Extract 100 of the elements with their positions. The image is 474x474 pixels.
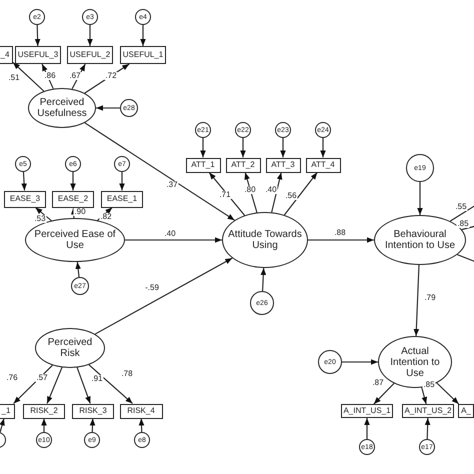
path-arrow [208, 172, 246, 216]
edge-label: .55 [454, 203, 468, 211]
latent-variable-ellipse [35, 328, 105, 368]
variable-name: USEFUL_2 [70, 51, 110, 59]
edge-label: .40 [264, 186, 278, 194]
variable-name: Perceived Risk [46, 337, 94, 359]
path-arrow [200, 138, 206, 158]
variable-name: A_INT_US_2 [404, 407, 452, 415]
path-arrow [417, 182, 423, 215]
observed-variable-box [402, 404, 454, 418]
observed-variable-box [458, 404, 474, 418]
variable-name: A_INT_US_1 [343, 407, 391, 415]
variable-name: EASE_3 [10, 195, 40, 203]
path-arrow [34, 24, 40, 46]
variable-name: EASE_1 [106, 195, 138, 203]
path-arrow [373, 383, 394, 404]
edge-label: .88 [333, 229, 347, 237]
edge-label: .87 [371, 379, 385, 387]
edge-label: .82 [99, 213, 113, 221]
observed-variable-box [52, 190, 94, 208]
observed-variable-box [226, 158, 260, 172]
observed-variable-box [15, 46, 61, 64]
observed-variable-box [101, 190, 143, 208]
path-arrow [140, 25, 146, 46]
variable-name: USEFUL_3 [18, 51, 58, 59]
path-arrow [244, 172, 258, 213]
path-arrow [94, 258, 233, 335]
variable-name: RISK_3 [79, 407, 107, 415]
path-arrow [88, 364, 133, 404]
path-arrow [125, 237, 222, 243]
observed-variable-box [120, 404, 162, 418]
edge-label: .53 [33, 215, 47, 223]
variable-name: ATT_2 [231, 161, 255, 169]
path-arrow [21, 172, 27, 191]
edge-label: .40 [163, 230, 177, 238]
path-arrow [271, 172, 282, 212]
observed-variable-box [67, 46, 113, 64]
path-arrow [13, 364, 53, 404]
edge-label: -.59 [144, 284, 160, 292]
path-arrow [421, 387, 428, 404]
observed-variable-box [186, 158, 220, 172]
variable-name: USEFUL_1 [122, 51, 164, 59]
path-arrow [280, 138, 286, 158]
variable-name: _1 [2, 407, 10, 415]
observed-variable-box [4, 190, 46, 208]
path-arrow [90, 418, 96, 432]
edge-label: .80 [243, 186, 257, 194]
observed-variable-box [72, 404, 114, 418]
variable-name: Perceived Ease of Use [33, 229, 117, 251]
path-arrow [414, 264, 420, 336]
path-arrow [364, 418, 370, 439]
path-arrow [308, 237, 374, 243]
variable-name: EASE_2 [58, 195, 88, 203]
observed-variable-box [266, 158, 300, 172]
variable-name: Attitude Towards Using [227, 229, 303, 251]
path-arrow [84, 122, 235, 221]
path-arrow [75, 262, 81, 278]
observed-variable-box [306, 158, 340, 172]
path-arrow [72, 64, 86, 90]
edge-label: .67 [68, 72, 82, 80]
edge-label: .57 [35, 374, 49, 382]
path-arrow [97, 207, 113, 221]
edge-label: .72 [104, 72, 118, 80]
path-arrow [12, 62, 44, 92]
edge-label: .71 [218, 191, 232, 199]
path-arrow [46, 367, 62, 404]
path-arrow [260, 268, 266, 292]
path-arrow [35, 207, 52, 222]
path-arrow [342, 359, 378, 365]
path-arrow [320, 138, 326, 158]
edge-label: .51 [7, 74, 21, 82]
variable-name: RISK_4 [127, 407, 155, 415]
path-arrow [0, 418, 5, 432]
variable-name: Actual Intention to Use [389, 346, 441, 378]
path-arrow [240, 138, 246, 158]
path-arrow [76, 367, 91, 404]
variable-name: ATT_4 [311, 161, 335, 169]
latent-variable-ellipse [28, 88, 96, 128]
variable-name: Perceived Usefulness [36, 97, 88, 119]
observed-variable-box [120, 46, 166, 64]
edge-label: .79 [423, 294, 437, 302]
path-arrow [424, 418, 430, 440]
edge-label: .86 [43, 72, 57, 80]
observed-variable-box [341, 404, 393, 418]
observed-variable-box [0, 46, 13, 64]
variable-name: ATT_1 [191, 161, 215, 169]
variable-name: _4 [0, 51, 10, 59]
path-arrow [70, 172, 76, 190]
variable-name: Behavioural Intention to Use [384, 229, 456, 251]
path-arrow [41, 418, 47, 432]
edge-label: .91 [90, 375, 104, 383]
variable-name: A_ [461, 407, 471, 415]
variable-name: RISK_2 [30, 407, 58, 415]
path-arrow [436, 382, 460, 404]
edge-label: .37 [165, 181, 179, 189]
edge-label: .78 [120, 370, 134, 378]
path-arrow [96, 105, 120, 111]
edge-label: .56 [284, 192, 298, 200]
edge-label: .90 [73, 208, 87, 216]
path-arrow [84, 64, 130, 94]
